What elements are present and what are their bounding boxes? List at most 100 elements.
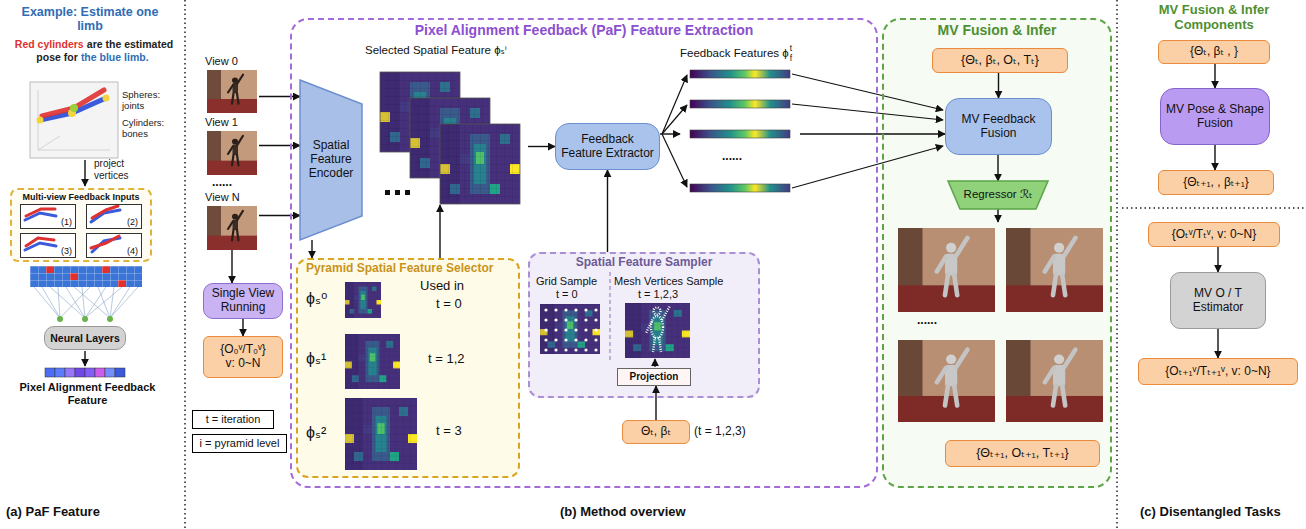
flow-arrow xyxy=(231,250,232,283)
process-box: Neural Layers xyxy=(44,326,126,350)
node-label: Selected Spatial Feature ϕₛⁱ xyxy=(365,44,507,57)
view-image: View N xyxy=(205,191,259,250)
node-label: Pyramid Spatial Feature Selector xyxy=(306,262,493,276)
data-box: Θₜ, βₜ xyxy=(622,420,690,444)
node-label: MV Feedback Fusion xyxy=(950,113,1047,141)
text-holder: Single View Running xyxy=(204,284,282,318)
text-holder: Selected Spatial Feature ϕₛⁱ xyxy=(365,44,528,205)
text-holder: Neural Layers xyxy=(45,327,125,349)
flow-arrow xyxy=(997,209,998,222)
text-holder: Projection xyxy=(618,369,690,385)
text-holder: View 0 xyxy=(205,55,259,113)
node-label: (3) xyxy=(61,246,72,256)
node-label: (1) xyxy=(61,217,72,227)
flow-arrow xyxy=(800,133,945,134)
text-holder: (1) xyxy=(21,205,75,228)
math-script: tf xyxy=(790,44,792,64)
node-label: Spatial Feature Encoder xyxy=(304,139,358,180)
process-box: MV O / T Estimator xyxy=(1170,272,1266,329)
node-label: MV Pose & Shape Fusion xyxy=(1165,103,1265,131)
flow-arrow xyxy=(439,205,440,258)
text-holder: Pyramid Spatial Feature Selector xyxy=(298,260,518,476)
regressor-trapezoid: Regressor ℛₜ xyxy=(948,181,1048,209)
node-label: MV O / T Estimator xyxy=(1175,287,1261,315)
flow-arrow xyxy=(1214,64,1215,88)
process-box: Projection xyxy=(617,368,691,386)
node-label: View 0 xyxy=(205,55,238,68)
text-holder: Feedback Feature Extractor xyxy=(556,124,659,169)
text-holder: (4) xyxy=(87,234,141,257)
flow-arrow xyxy=(259,96,300,97)
node-label: (2) xyxy=(127,217,138,227)
annotation-label: Example: Estimate one limb xyxy=(10,5,170,34)
node-label: Single View Running xyxy=(208,287,278,315)
text-holder: t = iteration xyxy=(193,411,273,428)
process-box: Feedback Feature Extractor xyxy=(555,123,660,170)
node-label: Projection xyxy=(630,371,679,383)
heading-text: Feedback Features ϕ xyxy=(680,47,789,59)
text-holder: {Θₜ₊₁, Oₜ₊₁, Tₜ₊₁} xyxy=(946,441,1099,466)
text-holder: MV O / T Estimator xyxy=(1171,273,1265,328)
node-label: t = iteration xyxy=(206,413,261,426)
annotation-label: (b) Method overview xyxy=(560,505,686,520)
data-box: {O₀ᵛ/T₀ᵛ}v: 0~N xyxy=(203,336,283,378)
node-label: {O₀ᵛ/T₀ᵛ} xyxy=(220,343,266,357)
flow-arrow xyxy=(528,146,555,147)
text-holder: MV Fusion & Infer xyxy=(884,20,1110,486)
annotation-label: (t = 1,2,3) xyxy=(694,425,746,439)
annotation-label: ...... xyxy=(212,176,232,190)
annotation-label: t = 0 xyxy=(556,288,578,301)
text-holder: View 1 xyxy=(205,116,259,175)
flow-arrow xyxy=(660,133,680,134)
node-label: Feedback Feature Extractor xyxy=(560,133,655,161)
data-box: {Θₜ, βₜ, Oₜ, Tₜ} xyxy=(932,48,1068,73)
flow-arrow xyxy=(997,155,998,181)
group-region: MV Fusion & Infer{Θₜ, βₜ, Oₜ, Tₜ} MV Feed… xyxy=(882,18,1112,488)
text-holder: {O₀ᵛ/T₀ᵛ}v: 0~N xyxy=(204,337,282,377)
text-holder: (3) xyxy=(21,234,75,257)
flow-arrow xyxy=(655,386,656,420)
text-holder: MV Pose & Shape Fusion xyxy=(1161,89,1269,144)
group-region: Multi-view Feedback Inputs (1) (2) (3) (4) xyxy=(10,188,152,262)
flow-arrow xyxy=(242,319,243,336)
subscript: f xyxy=(790,54,792,64)
node-label: Pixel Alignment Feedback (PaF) Feature E… xyxy=(415,22,754,38)
node-label: Θₜ, βₜ xyxy=(641,425,671,439)
text-holder: ...... xyxy=(917,314,937,328)
text-holder: MV Feedback Fusion xyxy=(946,99,1051,154)
annotation-label: ϕₛ² xyxy=(306,424,326,442)
text-holder: (2) xyxy=(87,205,141,228)
process-box: MV Pose & Shape Fusion xyxy=(1160,88,1270,145)
input-view-box: (2) xyxy=(86,204,142,229)
annotation-label: (c) Disentangled Tasks xyxy=(1140,505,1281,520)
annotation-label: t = 1,2,3 xyxy=(638,288,678,301)
annotation-label: Pixel Alignment Feedback Feature xyxy=(15,381,160,406)
flow-arrow xyxy=(1214,145,1215,170)
caption-text: the blue limb. xyxy=(81,51,149,63)
text-holder: Feedback Features ϕtf xyxy=(680,44,800,200)
flow-arrow xyxy=(1217,247,1218,272)
annotation-label: Mesh Vertices Sample xyxy=(614,275,723,288)
data-box: {Oₜᵛ/Tₜᵛ, v: 0~N} xyxy=(1148,222,1280,247)
note-box: i = pyramid level xyxy=(192,434,287,453)
text-holder: {Oₜ₊₁ᵛ/Tₜ₊₁ᵛ, v: 0~N} xyxy=(1139,359,1297,384)
node-label: (4) xyxy=(127,246,138,256)
annotation-label: (a) PaF Feature xyxy=(6,505,100,520)
view-image: View 1 xyxy=(205,116,259,175)
text-holder: Regressor ℛₜ xyxy=(948,181,1048,209)
data-box: {Θₜ₊₁, , βₜ₊₁} xyxy=(1158,170,1274,195)
flow-arrow xyxy=(259,215,300,216)
node-label: {Θₜ, βₜ, Oₜ, Tₜ} xyxy=(961,53,1039,67)
text-holder: Θₜ, βₜ xyxy=(623,421,689,443)
node-label: View N xyxy=(205,191,240,204)
node-label: Multi-view Feedback Inputs xyxy=(22,192,139,202)
annotation-label: Spheres: joints xyxy=(122,90,180,112)
annotation-label: Used in xyxy=(420,279,464,294)
node-label: Regressor ℛₜ xyxy=(964,188,1033,201)
caption-paragraph: Red cylindersare the estimated pose fort… xyxy=(6,38,182,63)
text-holder: View N xyxy=(205,191,259,250)
flow-arrow xyxy=(607,170,608,252)
annotation-label: ϕₛ⁰ xyxy=(306,290,327,308)
flow-arrow xyxy=(1217,329,1218,358)
